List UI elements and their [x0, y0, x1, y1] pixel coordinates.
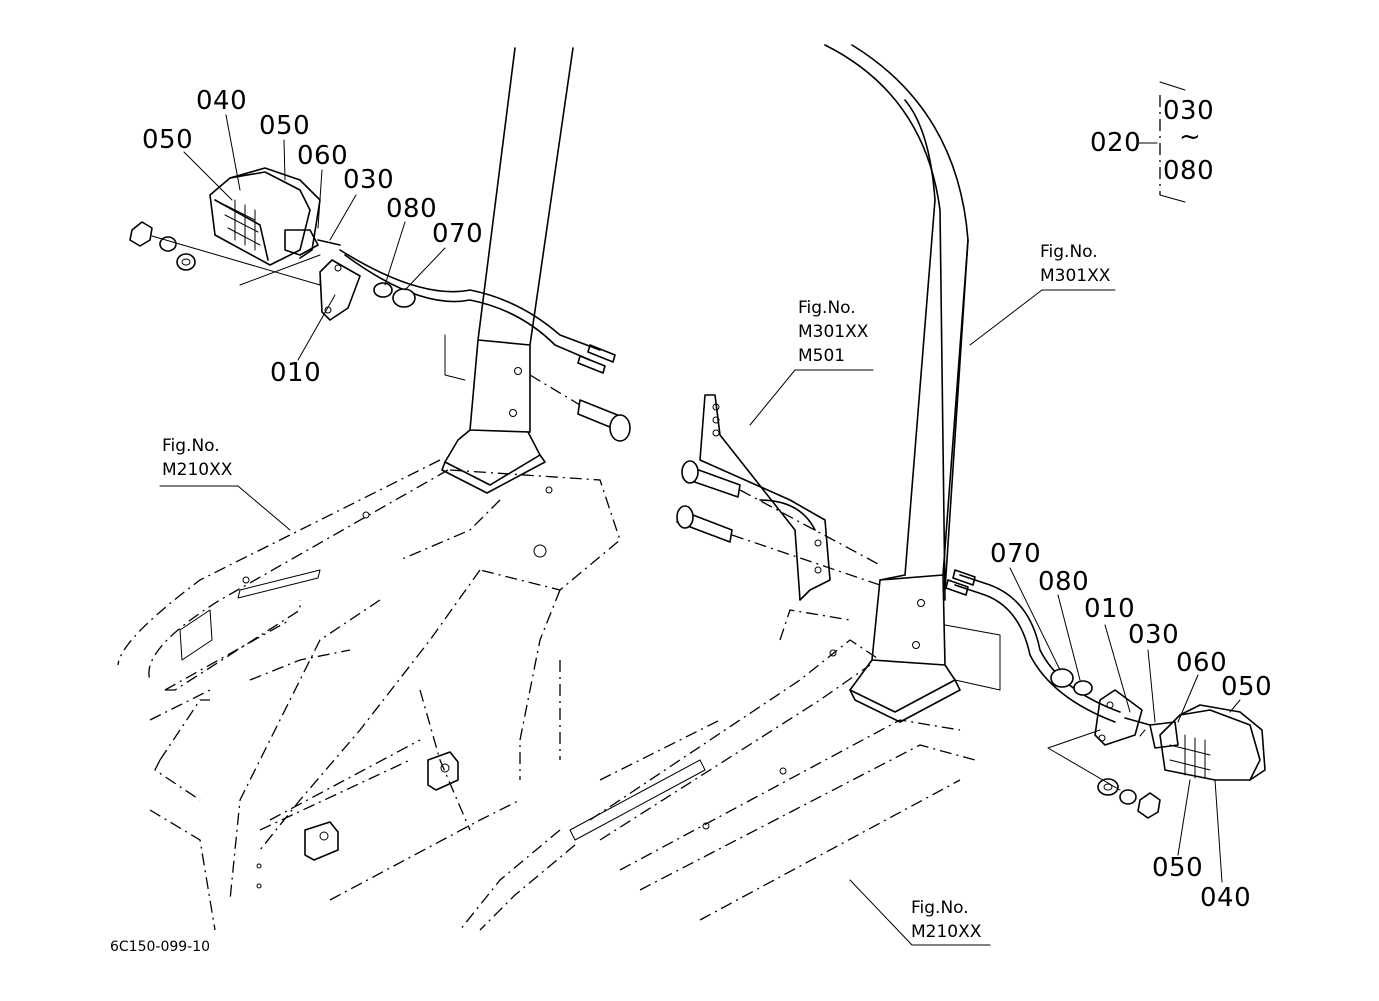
fig-ref-1-line1: Fig.No.	[1040, 242, 1098, 262]
fig-ref-2: Fig.No. M301XX M501	[798, 296, 868, 368]
callout-right-080: 080	[1038, 567, 1090, 597]
range-tilde: ~	[1179, 122, 1202, 152]
frame-body	[117, 459, 976, 931]
mount-plate	[699, 394, 831, 601]
callout-left-050a: 050	[142, 125, 194, 155]
callout-left-050b: 050	[259, 111, 311, 141]
callout-left-040: 040	[196, 86, 248, 116]
callout-right-050b: 050	[1152, 853, 1204, 883]
fig-ref-2-line3: M501	[798, 346, 846, 366]
callout-left-030: 030	[343, 165, 395, 195]
fig-ref-2-line1: Fig.No.	[798, 298, 856, 318]
callout-right-050a: 050	[1221, 672, 1273, 702]
range-to: 080	[1163, 156, 1215, 186]
bolts	[529, 374, 881, 586]
rops-frame	[441, 44, 1001, 723]
callout-left-080: 080	[386, 194, 438, 224]
callout-left-010: 010	[270, 358, 322, 388]
fig-ref-3: Fig.No. M210XX	[162, 434, 232, 482]
callout-right-060: 060	[1176, 648, 1228, 678]
range-from: 030	[1163, 96, 1215, 126]
fig-ref-4: Fig.No. M210XX	[911, 896, 981, 944]
fig-ref-1-line2: M301XX	[1040, 266, 1111, 286]
callout-right-030: 030	[1128, 620, 1180, 650]
fig-ref-2-line2: M301XX	[798, 322, 869, 342]
callout-left-070: 070	[432, 219, 484, 249]
right-lamp-assembly	[945, 569, 1266, 819]
drawing-code: 6C150-099-10	[110, 939, 211, 955]
fig-ref-4-line1: Fig.No.	[911, 898, 969, 918]
range-group: 020	[1090, 128, 1142, 158]
callout-right-070: 070	[990, 539, 1042, 569]
leader-lines	[159, 81, 1241, 946]
fig-ref-3-line1: Fig.No.	[162, 436, 220, 456]
fig-ref-3-line2: M210XX	[162, 460, 233, 480]
fig-ref-1: Fig.No. M301XX	[1040, 240, 1110, 288]
fig-ref-4-line2: M210XX	[911, 922, 982, 942]
callout-left-060: 060	[297, 141, 349, 171]
callout-right-010: 010	[1084, 594, 1136, 624]
left-lamp-assembly	[129, 167, 616, 374]
callout-right-040: 040	[1200, 883, 1252, 913]
